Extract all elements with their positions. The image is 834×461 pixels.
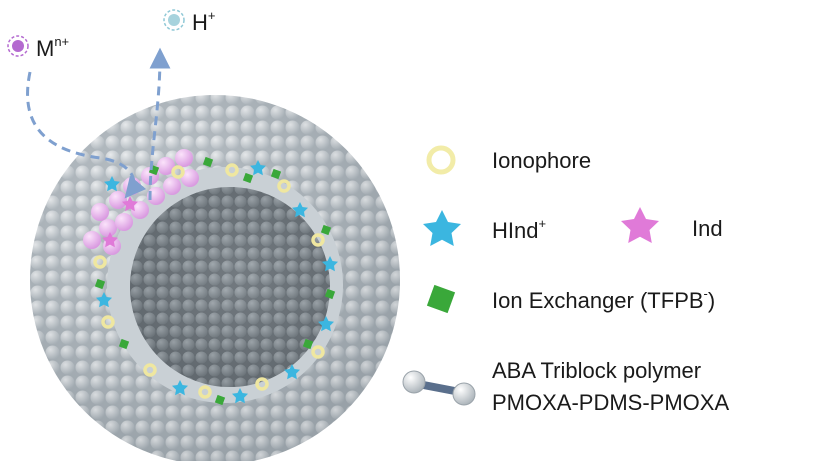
legend: Ionophore HInd+ Ind Ion Exchanger (TFPB-… [402,145,729,415]
ion-transport-arrows [26,47,171,201]
ind-star-icon [621,207,659,243]
triblock-polymer-icon [402,370,476,406]
metal-ion-charge: n+ [54,34,69,49]
proton-base: H [192,10,208,35]
legend-ion-exchanger-charge: - [704,286,708,301]
legend-hind-base: HInd [492,218,538,243]
legend-ion-exchanger: Ion Exchanger (TFPB-) [426,284,715,314]
legend-ind-label: Ind [692,216,723,241]
svg-text:Mn+: Mn+ [36,34,69,61]
hind-star-icon [423,210,461,246]
ion-exchanger-icon [426,284,456,314]
proton-efflux-arrow [148,47,171,201]
ind-markers [102,196,138,248]
legend-hind: HInd+ [423,210,546,246]
ionophore-markers [93,163,325,399]
legend-ion-exchanger-tail: ) [708,288,715,313]
svg-text:HInd+: HInd+ [492,216,546,243]
legend-hind-charge: + [538,216,546,231]
ionophore-icon [426,145,456,175]
vesicle [30,95,400,461]
metal-ion-base: M [36,36,54,61]
hind-markers [96,160,338,404]
svg-text:Ion Exchanger (TFPB-): Ion Exchanger (TFPB-) [492,286,715,313]
legend-polymer: ABA Triblock polymer PMOXA-PDMS-PMOXA [402,358,729,415]
metal-ion-label: Mn+ [7,34,69,61]
svg-text:H+: H+ [192,8,215,35]
legend-ionophore-label: Ionophore [492,148,591,173]
legend-ind: Ind [621,207,723,243]
legend-ion-exchanger-base: Ion Exchanger (TFPB [492,288,704,313]
proton-label: H+ [163,8,215,35]
legend-polymer-line2: PMOXA-PDMS-PMOXA [492,390,729,415]
legend-polymer-line1: ABA Triblock polymer [492,358,701,383]
legend-ionophore: Ionophore [426,145,591,175]
proton-charge: + [208,8,216,23]
metal-ion-influx-arrow [26,71,147,199]
